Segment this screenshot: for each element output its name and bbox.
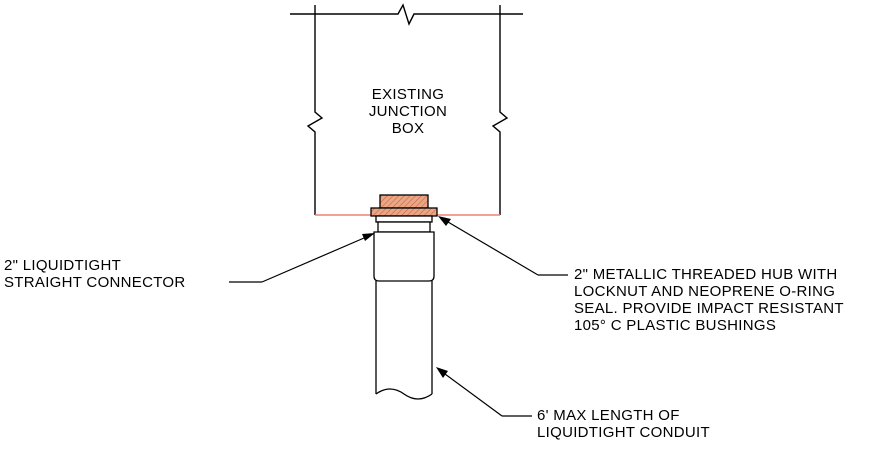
threaded-hub-body <box>379 194 429 209</box>
junction-box-label: EXISTING JUNCTION BOX <box>354 86 462 137</box>
leader-straight-connector-arrowhead <box>362 233 375 241</box>
leader-conduit-arrowhead <box>436 367 448 378</box>
conduit-break-end <box>375 388 433 400</box>
leader-threaded-hub-diagonal <box>447 221 539 276</box>
junction-box-left-wall <box>306 5 324 215</box>
threaded-hub-label-line-1: 2" METALLIC THREADED HUB WITH <box>574 266 838 283</box>
junction-box-label-line-3: BOX <box>391 120 425 137</box>
conduit-label: 6' MAX LENGTH OF LIQUIDTIGHT CONDUIT <box>537 407 710 441</box>
o-ring-seal <box>375 215 433 223</box>
straight-connector-label: 2" LIQUIDTIGHT STRAIGHT CONNECTOR <box>4 257 186 291</box>
threaded-hub-label-line-4: 105° C PLASTIC BUSHINGS <box>574 317 777 334</box>
leader-conduit-diagonal <box>444 373 503 417</box>
junction-box-label-line-1: EXISTING <box>371 86 445 103</box>
threaded-hub-label: 2" METALLIC THREADED HUB WITH LOCKNUT AN… <box>574 266 844 334</box>
straight-connector-body <box>373 231 435 282</box>
conduit-label-line-2: LIQUIDTIGHT CONDUIT <box>537 424 710 441</box>
connector-collar <box>377 221 431 233</box>
leader-threaded-hub-arrowhead <box>438 216 451 226</box>
junction-box-right-wall <box>491 5 509 215</box>
conduit-label-line-1: 6' MAX LENGTH OF <box>537 407 680 424</box>
junction-box-top-edge <box>290 3 523 26</box>
locknut <box>370 207 438 217</box>
straight-connector-label-line-2: STRAIGHT CONNECTOR <box>4 274 186 291</box>
straight-connector-label-line-1: 2" LIQUIDTIGHT <box>4 257 122 274</box>
threaded-hub-label-line-3: SEAL. PROVIDE IMPACT RESISTANT <box>574 300 844 317</box>
threaded-hub-label-line-2: LOCKNUT AND NEOPRENE O-RING <box>574 283 836 300</box>
junction-box-label-line-2: JUNCTION <box>368 103 448 120</box>
leader-straight-connector-diagonal <box>261 237 365 283</box>
